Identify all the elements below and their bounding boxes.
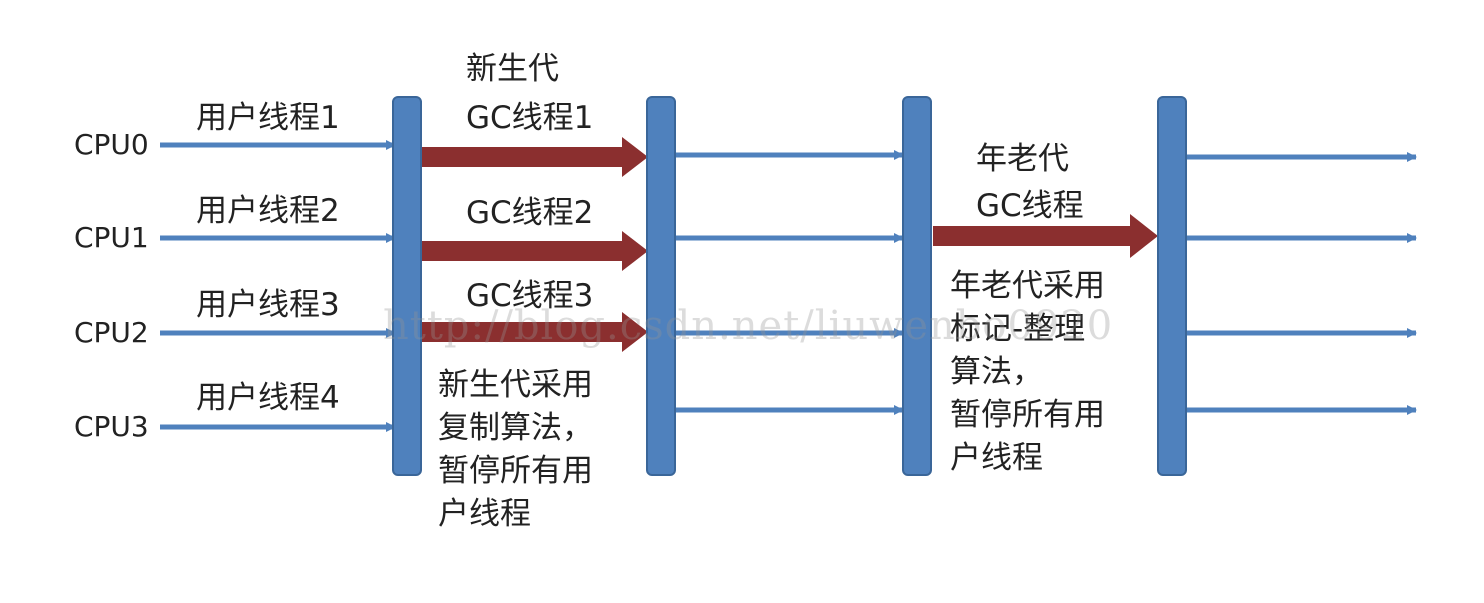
sync-bar-3 bbox=[902, 96, 932, 476]
cpu-label-1: CPU1 bbox=[74, 221, 149, 254]
young-gc-thread-label-3: GC线程3 bbox=[466, 278, 594, 314]
sync-bar-2 bbox=[646, 96, 676, 476]
young-gen-note: 新生代采用 复制算法， 暂停所有用 户线程 bbox=[438, 367, 593, 532]
sync-bar-1 bbox=[392, 96, 422, 476]
young-gc-arrow-1 bbox=[420, 137, 648, 177]
young-gc-thread-label-1: GC线程1 bbox=[466, 100, 594, 136]
old-gen-note: 年老代采用 标记-整理 算法， 暂停所有用 户线程 bbox=[950, 268, 1105, 476]
old-gc-arrow bbox=[933, 214, 1158, 258]
old-gen-title: 年老代 bbox=[976, 141, 1069, 177]
watermark: http://blog.csdn.net/liuwenbo0920 bbox=[383, 303, 1114, 349]
sync-bar-4 bbox=[1157, 96, 1187, 476]
young-gc-thread-label-2: GC线程2 bbox=[466, 195, 594, 231]
young-gc-arrow-2 bbox=[420, 231, 648, 271]
young-gc-arrow-3 bbox=[420, 312, 648, 352]
cpu-label-0: CPU0 bbox=[74, 128, 149, 161]
user-thread-label-1: 用户线程1 bbox=[196, 100, 340, 136]
user-thread-label-3: 用户线程3 bbox=[196, 287, 340, 323]
user-thread-label-4: 用户线程4 bbox=[196, 380, 340, 416]
cpu-label-2: CPU2 bbox=[74, 316, 149, 349]
young-gen-title: 新生代 bbox=[466, 51, 559, 87]
cpu-label-3: CPU3 bbox=[74, 410, 149, 443]
user-thread-label-2: 用户线程2 bbox=[196, 193, 340, 229]
old-gc-thread-label: GC线程 bbox=[976, 188, 1084, 224]
